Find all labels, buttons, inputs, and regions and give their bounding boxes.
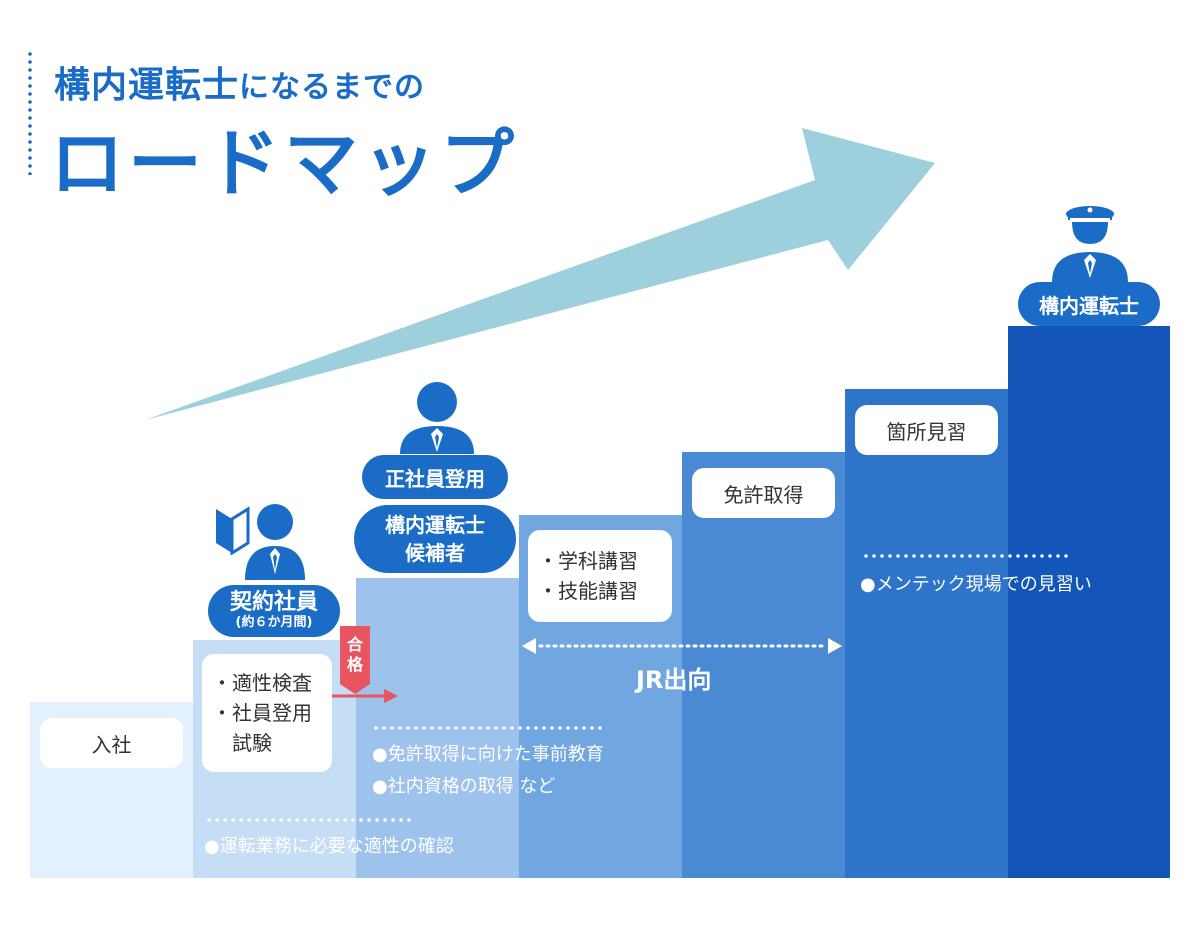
dotted-separator: [372, 726, 602, 730]
title-main: 構内運転士: [54, 65, 240, 106]
page-title-roadmap: ロードマップ: [50, 121, 518, 207]
contract-box: ・適性検査 ・社員登用 試験: [202, 654, 332, 772]
entry-label: 入社: [91, 732, 132, 757]
pass-char-1: 合: [346, 635, 363, 654]
contract-item-3: 試験: [212, 731, 272, 755]
pass-char-2: 格: [346, 655, 363, 674]
page-title-line1: 構内運転士になるまでの: [54, 56, 425, 108]
step-driver: [1008, 326, 1170, 878]
contract-item-2: ・社員登用: [212, 701, 312, 725]
candidate-pill: 構内運転士 候補者: [354, 505, 516, 573]
title-suffix: になるまでの: [239, 70, 426, 105]
dotted-separator: [205, 818, 415, 822]
contract-item-1: ・適性検査: [212, 671, 312, 695]
driver-pill: 構内運転士: [1018, 282, 1160, 326]
double-arrow-icon: [522, 638, 842, 654]
step-license: [682, 452, 845, 878]
beginner-mark-icon: [216, 506, 250, 555]
note-regular-2: ●社内資格の取得 など: [372, 776, 556, 797]
candidate-line-1: 構内運転士: [385, 513, 485, 537]
driver-pill-label: 構内運転士: [1039, 293, 1139, 318]
pass-badge: 合 格: [340, 626, 370, 694]
regular-pill-label: 正社員登用: [385, 466, 485, 491]
contract-pill-main: 契約社員: [229, 590, 318, 615]
contract-pill: 契約社員 (約６か月間): [208, 585, 340, 637]
regular-employee-pill: 正社員登用: [362, 455, 508, 499]
candidate-line-2: 候補者: [405, 541, 465, 565]
person-icon: [245, 504, 305, 580]
entry-box: 入社: [40, 718, 183, 768]
note-onsite: ●メンテック現場での見習い: [860, 574, 1092, 595]
onsite-box: 箇所見習: [855, 405, 998, 455]
step-onsite: [845, 389, 1008, 878]
jr-secondment-label: JR出向: [636, 666, 712, 694]
onsite-label: 箇所見習: [886, 419, 967, 444]
driver-cap-person-icon: [1052, 206, 1128, 282]
person-icon: [400, 382, 474, 454]
title-dotted-line: [28, 50, 32, 175]
training-item-2: ・技能講習: [538, 579, 638, 603]
red-arrow-icon: [332, 689, 398, 703]
training-item-1: ・学科講習: [538, 549, 638, 573]
dotted-separator: [862, 554, 1072, 558]
training-box: ・学科講習 ・技能講習: [528, 530, 672, 622]
license-box: 免許取得: [692, 468, 835, 518]
contract-pill-sub: (約６か月間): [235, 615, 313, 630]
note-regular-1: ●免許取得に向けた事前教育: [372, 744, 604, 765]
note-contract: ●運転業務に必要な適性の確認: [204, 836, 454, 857]
license-label: 免許取得: [723, 482, 804, 507]
